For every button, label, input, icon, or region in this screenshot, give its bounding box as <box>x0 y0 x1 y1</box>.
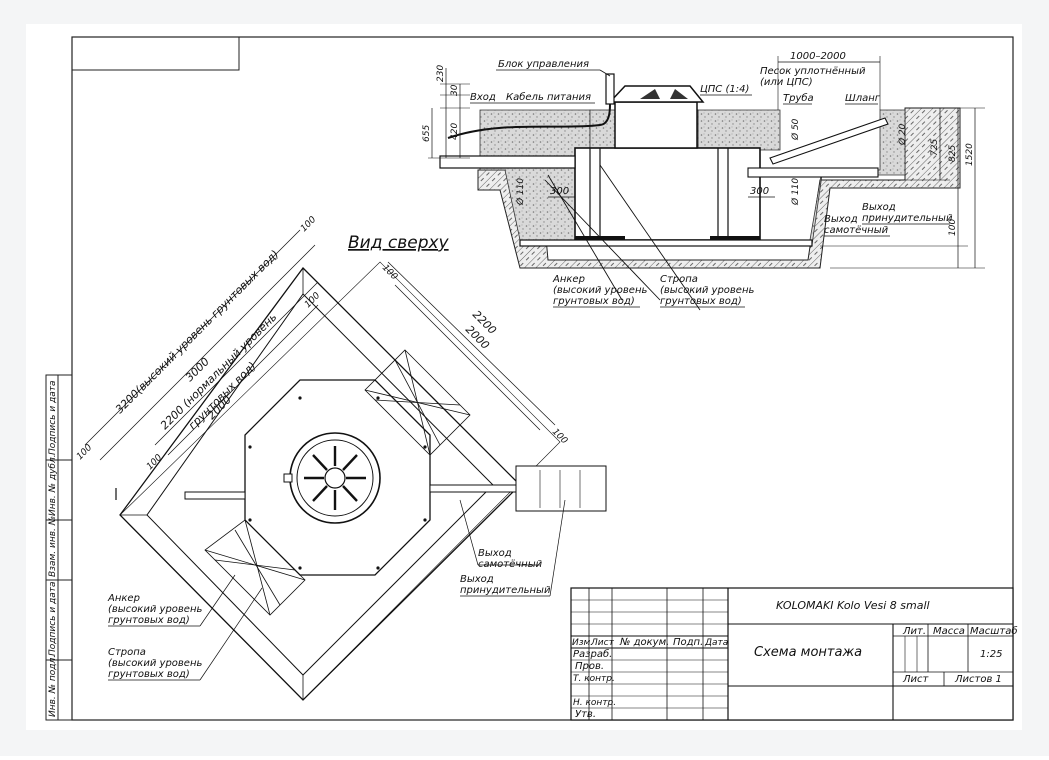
plan-label-anchor-2: (высокий уровень <box>108 604 202 615</box>
stamp-label-sign-date-1: Подпись и дата <box>48 380 58 455</box>
plan-label-sling-2: (высокий уровень <box>108 658 202 669</box>
plan-label-sling-1: Стропа <box>108 647 146 658</box>
dim-1520: 1520 <box>965 143 975 166</box>
sling-plan-bottom <box>204 519 306 616</box>
sling-plan-top <box>364 349 471 456</box>
label-pipe: Труба <box>783 92 814 104</box>
outlet-forced-pipe <box>769 117 889 165</box>
label-outlet-gravity-1: Выход <box>824 214 858 225</box>
dim-825: 825 <box>948 145 958 162</box>
plan-label-sling-3: грунтовых вод) <box>108 669 190 680</box>
control-block <box>605 73 615 105</box>
tb-row-razrab: Разраб. <box>573 648 612 660</box>
top-left-stamp <box>71 36 240 71</box>
tb-sheet: Лист <box>902 674 930 685</box>
tb-mass: Масса <box>933 626 965 637</box>
label-control-block: Блок управления <box>498 59 589 70</box>
tb-row-nkontr: Н. контр. <box>573 698 616 708</box>
tank-body <box>574 147 761 241</box>
plan-label-outlet-forced-1: Выход <box>460 574 494 585</box>
dim-100: 100 <box>948 219 958 236</box>
tb-row-utv: Утв. <box>575 709 596 720</box>
plan-label-anchor-1: Анкер <box>107 593 140 604</box>
dim-230: 230 <box>436 65 446 82</box>
dim-655: 655 <box>422 125 432 142</box>
tb-row-tkontr: Т. контр. <box>573 674 615 684</box>
tb-col-date: Дата <box>704 638 728 648</box>
label-anchor-3: грунтовых вод) <box>553 296 635 307</box>
tb-product: KOLOMAKI Kolo Vesi 8 small <box>776 599 930 612</box>
tb-col-sign: Подп. <box>673 637 703 648</box>
dim-420: 420 <box>450 123 460 140</box>
dia-110-right: Ø 110 <box>790 178 801 206</box>
title-block: Изм. Лист № докум. Подп. Дата Разраб. Пр… <box>570 587 1018 721</box>
base-slab <box>519 239 813 247</box>
control-block-plan <box>283 473 293 483</box>
outlet-trench-plan <box>515 465 607 512</box>
label-anchor-1: Анкер <box>552 274 585 285</box>
inlet-pipe-plan <box>184 491 246 500</box>
tb-scale-label: Масштаб <box>970 625 1018 637</box>
plan-label-anchor-3: грунтовых вод) <box>108 615 190 626</box>
dia-50: Ø 50 <box>790 118 801 141</box>
section-view: Блок управления Вход Кабель питания ЦПС … <box>422 51 985 311</box>
inlet-pipe <box>439 155 576 169</box>
stamp-label-orig-inv: Инв. № подл. <box>48 655 58 717</box>
dim-300-left: 300 <box>550 186 569 197</box>
tb-row-prov: Пров. <box>575 661 604 672</box>
stamp-label-dup-inv: Инв. № дубл. <box>48 454 58 516</box>
label-inlet: Вход <box>470 92 496 103</box>
dim-300-right: 300 <box>750 186 769 197</box>
dim-725: 725 <box>930 139 940 156</box>
tb-scale: 1:25 <box>980 649 1002 660</box>
tank-neck <box>614 101 698 149</box>
power-cable <box>447 103 611 139</box>
dim-30: 30 <box>450 84 460 96</box>
label-anchor-2: (высокий уровень <box>553 285 647 296</box>
dia-110-left: Ø 110 <box>515 178 526 206</box>
label-sand-2: (или ЦПС) <box>760 77 813 88</box>
tb-sheets: Листов 1 <box>954 674 1002 685</box>
dia-20: Ø 20 <box>897 123 908 146</box>
label-outlet-forced-1: Выход <box>862 202 896 213</box>
label-sling-1: Стропа <box>660 274 698 285</box>
label-sling-2: (высокий уровень <box>660 285 754 296</box>
tb-lit: Лит. <box>902 626 926 637</box>
label-power-cable: Кабель питания <box>506 91 591 103</box>
plan-label-outlet-gravity-2: самотёчный <box>478 559 543 570</box>
view-title: Вид сверху <box>348 233 450 253</box>
tb-title: Схема монтажа <box>754 645 862 660</box>
stamp-label-sign-date-2: Подпись и дата <box>48 581 58 656</box>
label-hose: Шланг <box>845 93 881 104</box>
label-cps: ЦПС (1:4) <box>700 84 749 95</box>
side-stamp: Подпись и дата Инв. № дубл. Взам. инв. №… <box>45 374 73 721</box>
stamp-label-replace-inv: Взам. инв. № <box>48 516 58 577</box>
tb-col-izm: Изм. <box>572 638 593 648</box>
label-sand-1: Песок уплотнённый <box>760 66 866 77</box>
dim-1000-2000: 1000–2000 <box>790 51 846 62</box>
label-outlet-forced-2: принудительный <box>862 213 953 224</box>
tb-col-doc: № докум. <box>619 637 669 648</box>
label-outlet-gravity-2: самотёчный <box>824 225 889 236</box>
plan-label-outlet-forced-2: принудительный <box>460 585 551 596</box>
tb-col-list: Лист <box>590 638 615 648</box>
label-sling-3: грунтовых вод) <box>660 296 742 307</box>
outlet-gravity-pipe <box>747 167 879 178</box>
plan-label-outlet-gravity-1: Выход <box>478 548 512 559</box>
